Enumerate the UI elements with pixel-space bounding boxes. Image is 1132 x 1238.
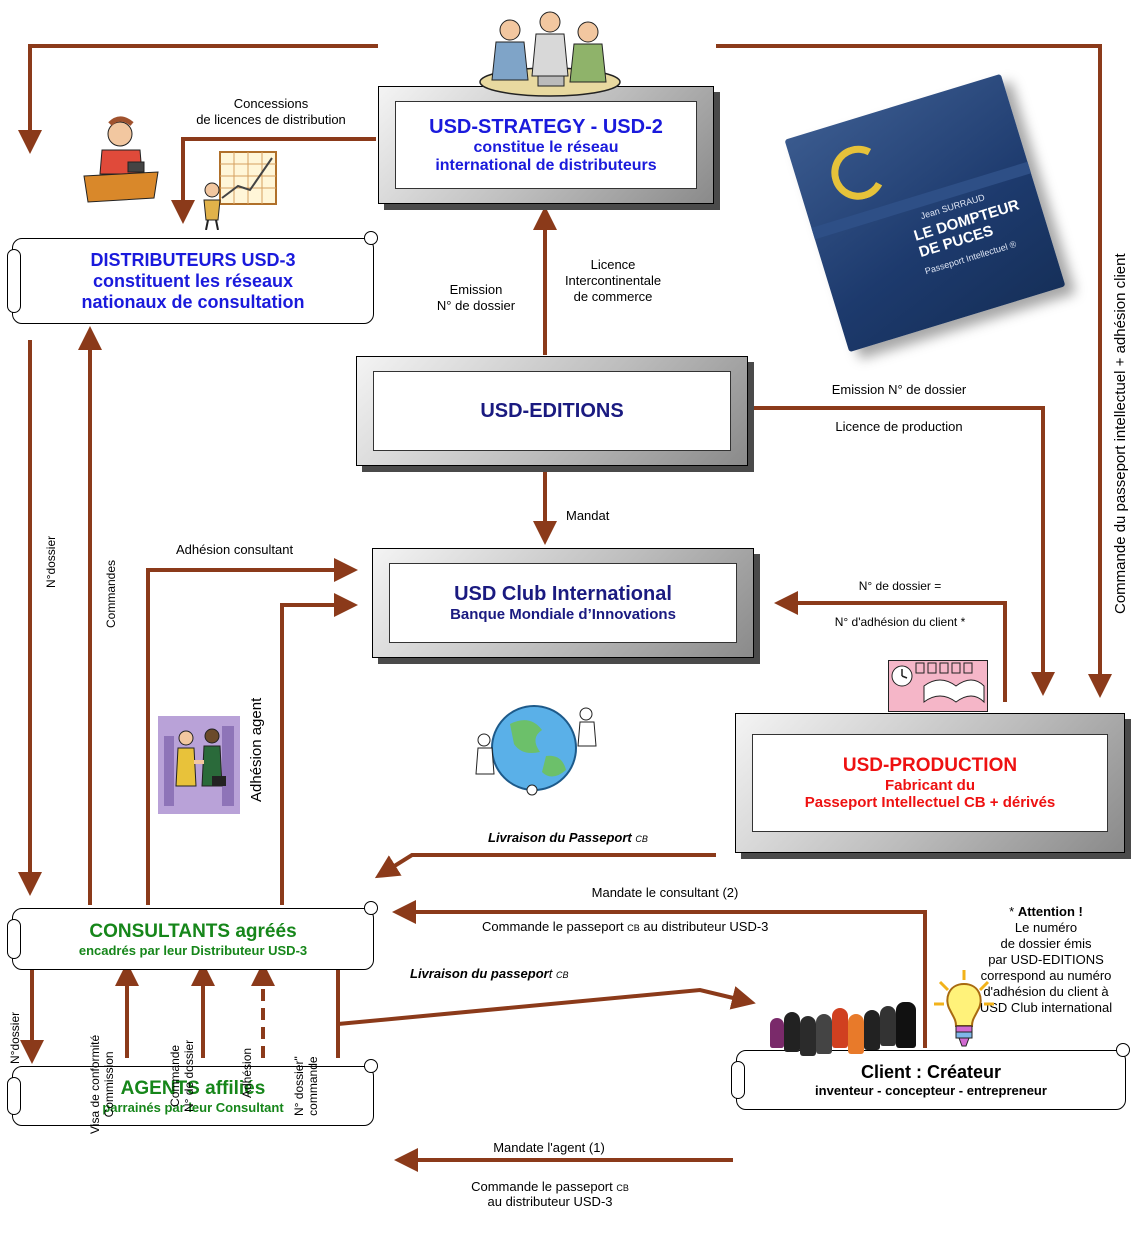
phone-desk-clipart-icon: [83, 116, 159, 203]
arrow-livraison-mid: [337, 986, 756, 1026]
handshake-clipart-icon: [158, 716, 240, 814]
editions-title: USD-EDITIONS: [480, 399, 624, 422]
vlabel-commandes: Commandes: [104, 559, 118, 628]
arrow-adhesion-agent: [280, 593, 358, 905]
vlabel-adhesion: Adhésion: [240, 1047, 254, 1098]
lightbulb-clipart-icon: [934, 970, 994, 1047]
strategy-title: USD-STRATEGY - USD-2: [429, 115, 663, 138]
box-usd-strategy: USD-STRATEGY - USD-2 constitue le réseau…: [378, 86, 714, 204]
arrow-client-to-consultant: [392, 900, 927, 1048]
label-dossier-eq-1: N° de dossier =: [858, 579, 942, 593]
label-commande-agent: Commande le passeport CB au distributeur…: [471, 1179, 629, 1209]
box-consultants: CONSULTANTS agréés encadrés par leur Dis…: [7, 901, 378, 970]
calendar-book-clipart-icon: [888, 660, 988, 712]
arrow-top-loop-right: [716, 44, 1112, 698]
strategy-line2: international de distributeurs: [435, 156, 657, 174]
client-title: Client : Créateur: [860, 1062, 1002, 1082]
vlabel-adhesion-agent: Adhésion agent: [248, 697, 265, 802]
production-line2: Passeport Intellectuel CB + dérivés: [804, 794, 1056, 811]
box-distributeurs: DISTRIBUTEURS USD-3 constituent les rése…: [7, 231, 378, 324]
vlabel-ndossier-bottom: N°dossier: [8, 1011, 22, 1064]
arrow-livraison-top: [374, 853, 716, 879]
arrow-editions-to-production: [752, 406, 1055, 696]
label-adhesion-consultant: Adhésion consultant: [176, 542, 294, 557]
label-commande-passeport: Commande le passeport CB au distributeur…: [482, 919, 769, 934]
vlabel-ndossier-commande: N° dossier" commande: [292, 1056, 320, 1116]
production-title: USD-PRODUCTION: [842, 755, 1018, 776]
club-subtitle: Banque Mondiale d’Innovations: [450, 606, 676, 623]
attention-note: * Attention ! Le numéro de dossier émis …: [979, 904, 1113, 1015]
box-client: Client : Créateur inventeur - concepteur…: [731, 1043, 1130, 1110]
label-emission: Emission N° de dossier: [436, 282, 516, 313]
book-logo-icon: [824, 139, 893, 207]
client-subtitle: inventeur - concepteur - entrepreneur: [815, 1083, 1047, 1098]
arrow-top-loop-left: [18, 44, 378, 154]
arrow-adhesion-consultant: [146, 558, 358, 905]
box-usd-club: USD Club International Banque Mondiale d…: [372, 548, 754, 658]
club-title: USD Club International: [454, 583, 672, 605]
label-emission-prod: Emission N° de dossier: [831, 382, 967, 397]
distributeurs-title: DISTRIBUTEURS USD-3: [90, 249, 296, 270]
box-agents: AGENTS affiliés parrainés par leur Consu…: [7, 1059, 378, 1126]
label-licence: Licence Intercontinentale de commerce: [564, 257, 662, 304]
vlabel-ndossier-left: N°dossier: [44, 535, 58, 588]
box-usd-production: USD-PRODUCTION Fabricant du Passeport In…: [735, 713, 1125, 853]
box-usd-editions: USD-EDITIONS: [356, 356, 748, 466]
vlabel-visa: Visa de conformité Commission: [88, 1034, 116, 1134]
vlabel-commande-passeport-client: Commande du passeport intellectuel + adh…: [1112, 253, 1129, 614]
agents-subtitle: parrainés par leur Consultant: [102, 1099, 284, 1115]
label-livraison-mid: Livraison du passeport CB: [410, 966, 569, 981]
distributeurs-line1: constituent les réseaux: [92, 270, 294, 291]
label-concessions: Concessions de licences de distribution: [196, 96, 346, 127]
production-line1: Fabricant du: [884, 777, 975, 794]
arrow-dossier-to-club: [774, 591, 1007, 702]
agents-title: AGENTS affiliés: [120, 1077, 266, 1099]
globe-people-clipart-icon: [475, 705, 597, 796]
vlabel-commande-nd: Commande N° de dossier: [168, 1039, 196, 1112]
label-mandat: Mandat: [566, 508, 610, 523]
consultants-title: CONSULTANTS agréés: [89, 920, 297, 942]
label-livraison-top: Livraison du Passeport CB: [488, 830, 648, 845]
label-mandate-consultant: Mandate le consultant (2): [591, 885, 739, 900]
label-licence-prod: Licence de production: [835, 419, 963, 434]
label-mandate-agent: Mandate l'agent (1): [493, 1140, 605, 1155]
label-dossier-eq-2: N° d'adhésion du client *: [834, 615, 966, 629]
strategy-line1: constitue le réseau: [473, 138, 619, 156]
arrow-concessions: [171, 137, 376, 224]
presentation-chart-clipart-icon: [203, 151, 277, 230]
distributeurs-line2: nationaux de consultation: [81, 291, 305, 312]
meeting-clipart-icon: [479, 11, 621, 97]
crowd-clipart-icon: [770, 1002, 922, 1056]
consultants-subtitle: encadrés par leur Distributeur USD-3: [78, 942, 308, 958]
